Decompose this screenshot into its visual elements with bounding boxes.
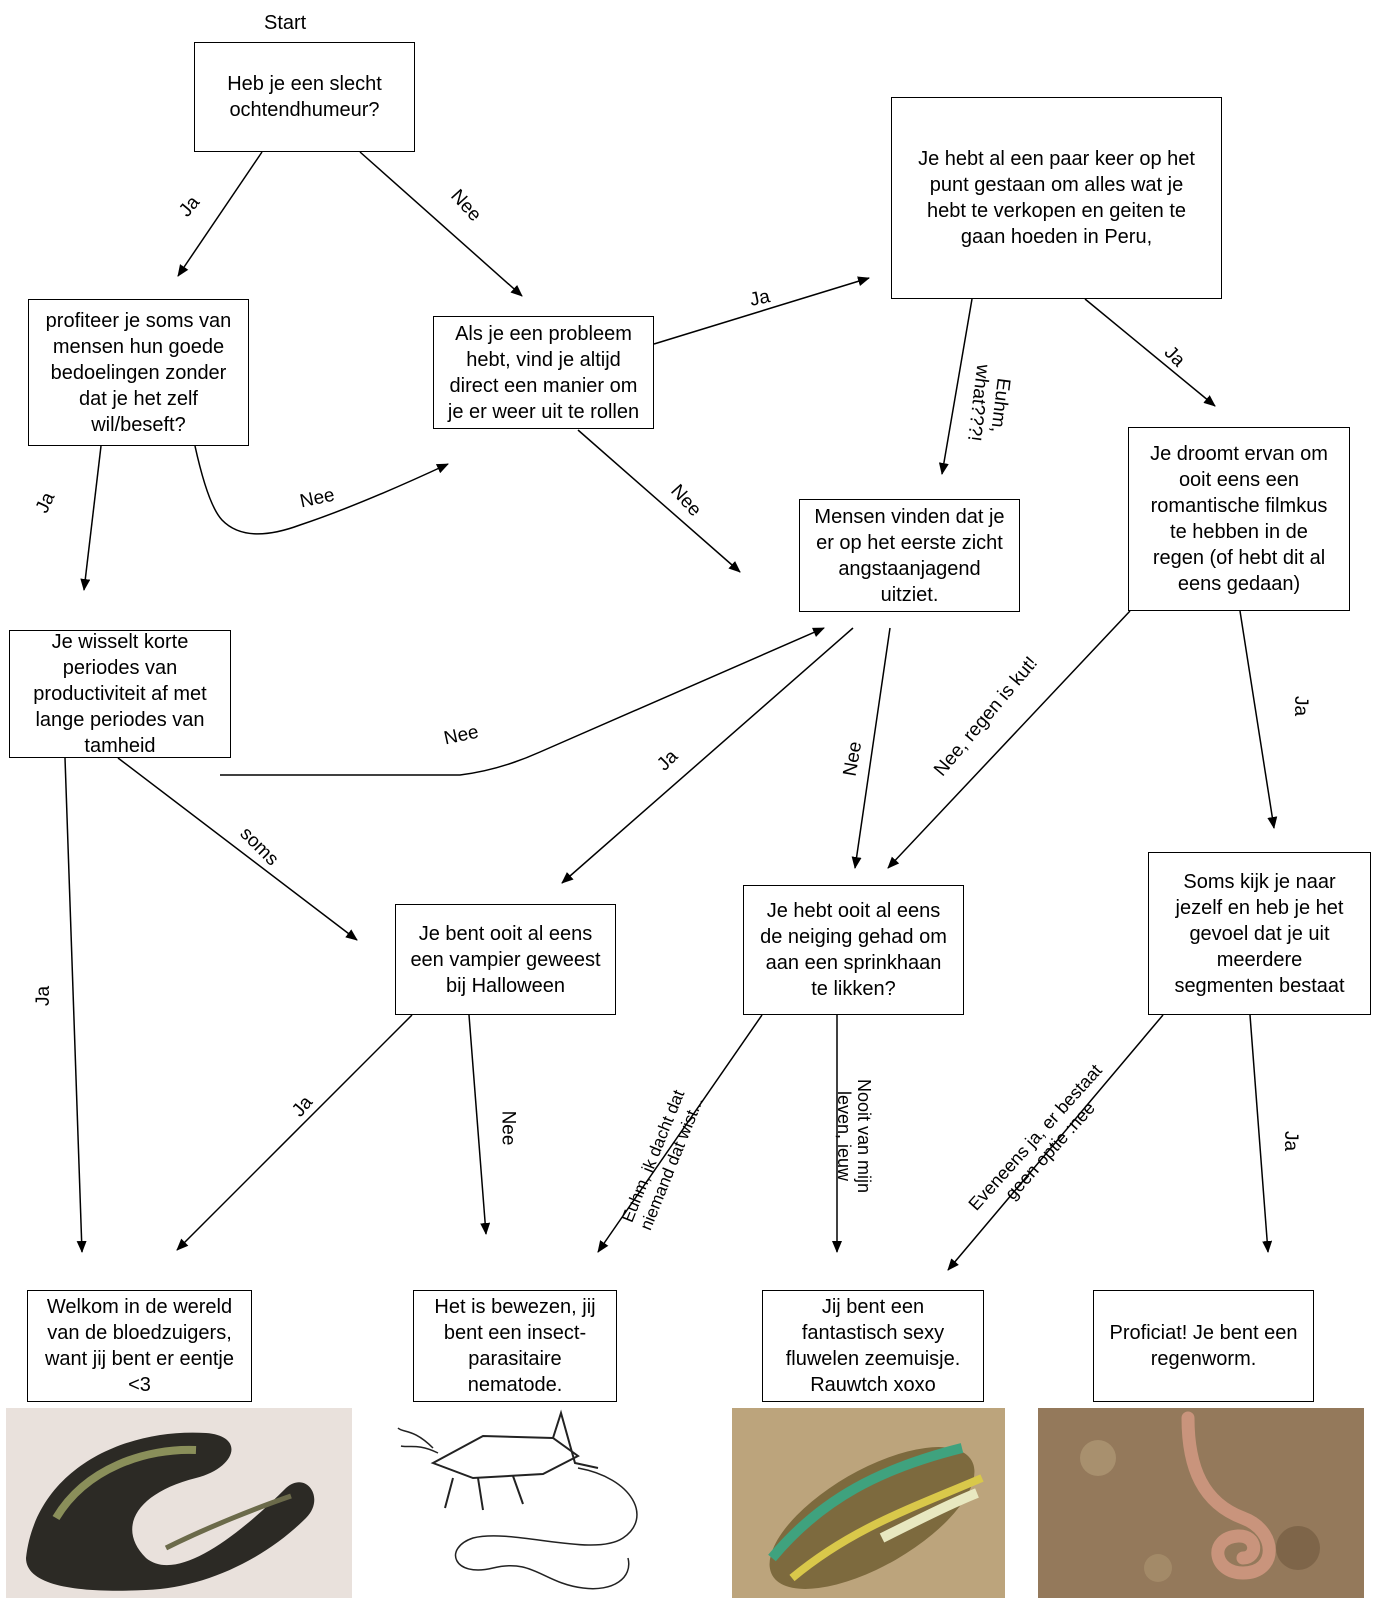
edge-q5-r1 — [64, 757, 87, 1253]
edge-q5-q8 — [117, 757, 358, 941]
edge-q4-q6 — [938, 298, 973, 475]
question-scary-appearance: Mensen vinden dat je er op het eerste zi… — [799, 499, 1020, 612]
edge-label-nee: Nee — [497, 1110, 519, 1146]
result-leech: Welkom in de wereld van de bloedzuigers,… — [27, 1290, 252, 1402]
edge-label-nooit: Nooit van mijn leven, ieuw — [834, 1078, 875, 1194]
edge-q7-q10 — [1239, 610, 1278, 829]
leech-icon — [6, 1408, 352, 1598]
edge-q1-q3 — [359, 151, 523, 297]
edge-q2-q5 — [80, 445, 102, 591]
nematode-image — [393, 1408, 658, 1598]
question-goats-in-peru: Je hebt al een paar keer op het punt ges… — [891, 97, 1222, 299]
sea-mouse-image — [732, 1408, 1005, 1598]
edge-q3-q6 — [577, 429, 741, 573]
edge-q2-q3 — [194, 445, 449, 535]
edge-q9-r2 — [597, 1014, 763, 1253]
grasshopper-icon — [397, 1409, 638, 1590]
edge-label-ja: Ja — [1290, 695, 1312, 717]
edge-q8-r1 — [176, 1014, 413, 1251]
edge-q1-q2 — [177, 151, 263, 277]
edge-label-ja: Ja — [1280, 1130, 1302, 1152]
edge-q8-r2 — [468, 1014, 491, 1235]
edge-q10-r3 — [947, 1014, 1164, 1271]
start-label: Start — [264, 12, 307, 34]
edge-q6-q8 — [561, 627, 854, 884]
edge-label-euhm-what: Euhm, what???! — [963, 363, 1014, 443]
edge-label-ja: Ja — [33, 985, 55, 1007]
earthworm-image — [1038, 1408, 1364, 1598]
question-bad-morning-mood: Heb je een slecht ochtendhumeur? — [194, 42, 415, 152]
edge-label-ja: Ja — [747, 286, 772, 311]
question-segments: Soms kijk je naar jezelf en heb je het g… — [1148, 852, 1371, 1015]
edge-q3-q4 — [653, 276, 870, 345]
edge-q5-q6 — [220, 627, 825, 776]
earthworm-icon — [1038, 1408, 1364, 1598]
question-productivity-periods: Je wisselt korte periodes van productivi… — [9, 630, 231, 758]
question-lick-grasshopper: Je hebt ooit al eens de neiging gehad om… — [743, 885, 964, 1015]
sea-mouse-icon — [732, 1408, 1005, 1598]
question-roll-out-of-problems: Als je een probleem hebt, vind je altijd… — [433, 316, 654, 429]
result-sea-mouse: Jij bent een fantastisch sexy fluwelen z… — [762, 1290, 984, 1402]
question-rain-movie-kiss: Je droomt ervan om ooit eens een romanti… — [1128, 427, 1350, 611]
question-profit-from-people: profiteer je soms van mensen hun goede b… — [28, 299, 249, 446]
edge-q6-q9 — [851, 627, 891, 869]
edge-q4-q7 — [1084, 298, 1216, 407]
result-nematode: Het is bewezen, jij bent een insect- par… — [413, 1290, 617, 1402]
edge-q7-q9 — [887, 610, 1131, 869]
leech-image — [6, 1408, 352, 1598]
edge-q10-r4 — [1249, 1014, 1273, 1253]
question-vampier-halloween: Je bent ooit al eens een vampier geweest… — [395, 904, 616, 1015]
result-earthworm: Proficiat! Je bent een regenworm. — [1093, 1290, 1314, 1402]
